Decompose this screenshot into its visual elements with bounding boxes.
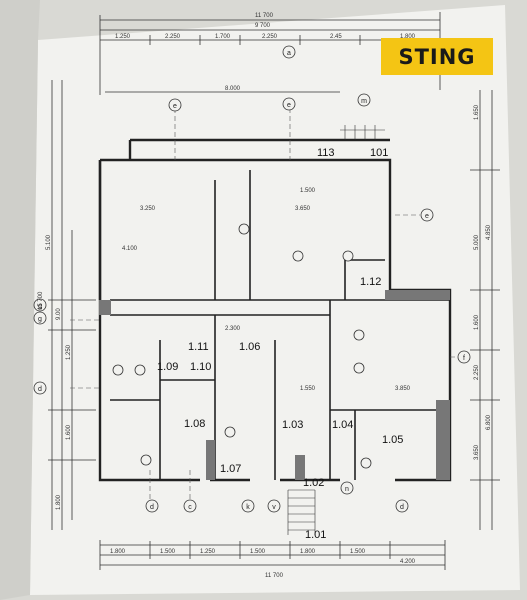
room-labels: 1.01 1.02 1.03 1.04 1.05 1.06 1.07 1.08 …	[157, 147, 403, 541]
room-1-12: 1.12	[360, 276, 381, 288]
room-1-09: 1.09	[157, 361, 178, 373]
dim-inner-3250: 3.250	[140, 206, 156, 212]
room-1-01: 1.01	[305, 529, 326, 541]
marker-d-bottom-text: d	[150, 504, 154, 511]
dim-top-2250b: 2.250	[262, 34, 278, 40]
room-1-04: 1.04	[332, 419, 353, 431]
marker-k-text: k	[246, 504, 250, 511]
marker-d-right-text: d	[400, 504, 404, 511]
right-dimension-lines	[470, 90, 500, 530]
dim-left-1250: 1.250	[66, 344, 72, 360]
dim-top-1700: 1.700	[215, 34, 231, 40]
marker-a-text: a	[287, 50, 291, 57]
dim-inner-1550: 1.550	[300, 386, 316, 392]
wall-hatching	[99, 290, 450, 480]
left-dimension-lines	[48, 80, 96, 530]
dim-right-6800: 6.800	[486, 414, 492, 430]
room-1-03: 1.03	[282, 419, 303, 431]
sting-logo-text: STING	[398, 44, 476, 69]
room-1-07: 1.07	[220, 463, 241, 475]
dim-top-total: 11 700	[255, 13, 274, 19]
marker-c-text: c	[188, 504, 192, 511]
dim-top-1250: 1.250	[115, 34, 131, 40]
stairs	[287, 125, 385, 535]
dim-right-3650: 3.650	[474, 444, 480, 460]
sting-logo-badge: STING	[381, 38, 493, 75]
room-1-05: 1.05	[382, 434, 403, 446]
dim-left-1600: 1.600	[66, 424, 72, 440]
marker-h-text: f	[463, 355, 465, 362]
room-1-11: 1.11	[188, 341, 209, 353]
marker-g-bottom-text: g	[38, 316, 42, 323]
dim-inner-2300: 2.300	[225, 326, 241, 332]
dim-top-2250a: 2.250	[165, 34, 181, 40]
marker-e-text: e	[425, 213, 429, 220]
dim-bottom-1800a: 1.800	[110, 549, 126, 555]
room-113: 113	[317, 147, 335, 159]
dim-top-9700: 9 700	[255, 23, 271, 29]
room-1-06: 1.06	[239, 341, 260, 353]
dim-right-5000: 5.000	[474, 234, 480, 250]
marker-v-text: v	[272, 504, 276, 511]
room-1-02: 1.02	[303, 477, 324, 489]
dim-inner-3650: 3.650	[295, 206, 311, 212]
marker-m-text: m	[361, 98, 367, 105]
dim-bottom-1500b: 1.500	[250, 549, 266, 555]
dimension-text: 11 700 9 700 1.250 2.250 1.700 2.250 2.4…	[110, 13, 416, 579]
dim-right-1650: 1.650	[474, 104, 480, 120]
dim-inner-4100: 4.100	[122, 246, 138, 252]
dim-top-8000: 8.000	[225, 86, 241, 92]
marker-letters: a e e m e f d g g d c k v n d	[38, 50, 465, 511]
marker-d-left-text: d	[38, 386, 42, 393]
room-101: 101	[370, 147, 388, 159]
dim-left-1800: 1.800	[56, 494, 62, 510]
marker-f-right-text: e	[287, 102, 291, 109]
dim-inner-1500: 1.500	[300, 188, 316, 194]
marker-f-left-text: e	[173, 103, 177, 110]
dim-right-1600: 1.600	[474, 314, 480, 330]
dim-left-900: 9.00	[56, 308, 62, 320]
dim-bottom-1500a: 1.500	[160, 549, 176, 555]
vertical-dimension-text: 5.100 9.00 1.250 1.600 1.800 15 700 1.65…	[38, 104, 492, 510]
dim-bottom-1500c: 1.500	[350, 549, 366, 555]
dim-bottom-total: 11 700	[265, 573, 284, 579]
marker-n-text: n	[345, 486, 349, 493]
dim-bottom-4200: 4.200	[400, 559, 416, 565]
dim-left-total: 15 700	[38, 291, 44, 310]
room-1-08: 1.08	[184, 418, 205, 430]
bottom-dimension-lines	[99, 540, 446, 570]
room-1-10: 1.10	[190, 361, 211, 373]
dim-right-4850: 4.850	[486, 224, 492, 240]
dim-left-5100: 5.100	[46, 234, 52, 250]
dim-bottom-1800b: 1.800	[300, 549, 316, 555]
marker-g-top-text: g	[38, 303, 42, 310]
dim-top-1800: 1.800	[400, 34, 416, 40]
dim-bottom-1250: 1.250	[200, 549, 216, 555]
paper-shadow	[0, 0, 40, 600]
dim-top-245: 2.45	[330, 34, 342, 40]
dim-inner-3850: 3.850	[395, 386, 411, 392]
axis-markers	[33, 45, 471, 513]
dim-right-2250: 2.250	[474, 364, 480, 380]
